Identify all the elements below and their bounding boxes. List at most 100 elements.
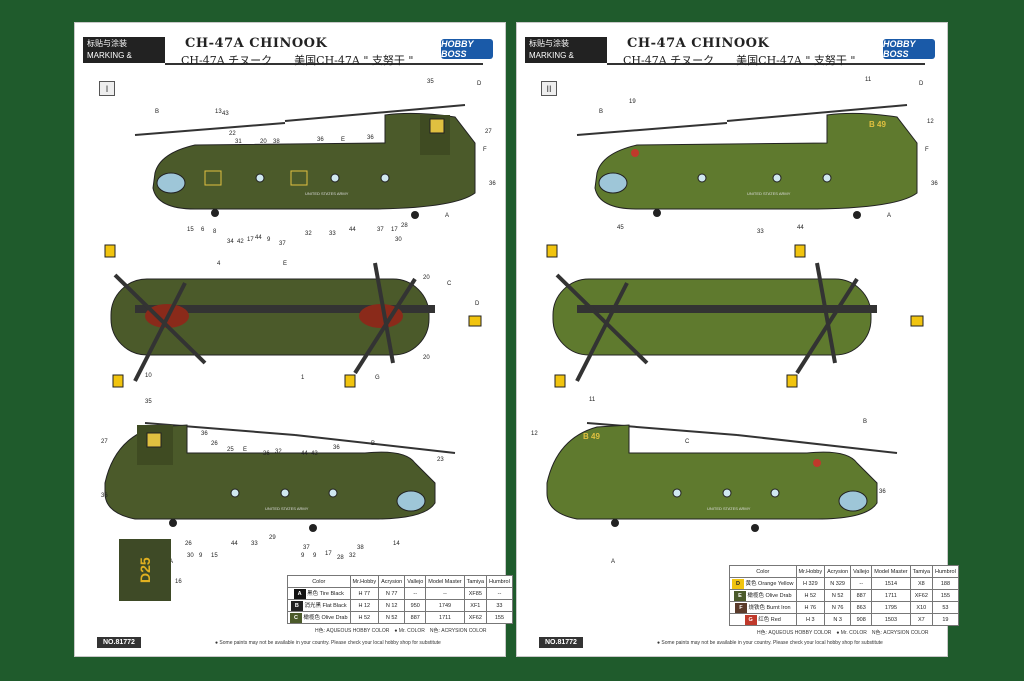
color-key: A [293,588,306,599]
svg-text:1: 1 [301,375,305,381]
color-key: G [744,614,757,625]
humbrol-code: 53 [932,601,959,614]
svg-text:36: 36 [201,431,208,437]
color-name: 黑色 Tire Black [307,590,344,597]
side-view-bottom: UNITED STATES ARMY 35 27 36 26 25 E 36 3… [101,399,456,585]
svg-text:4: 4 [217,261,221,267]
svg-text:B: B [599,109,603,115]
col-tamiya: Tamiya [909,565,934,578]
svg-text:44: 44 [301,451,308,457]
page-title: CH-47A CHINOOK [185,36,328,51]
side-view-top: UNITED STATES ARMY B 13 43 22 31 20 38 3… [134,79,496,247]
table-header: Color Mr.Hobby Acrysion Vallejo Model Ma… [287,575,513,588]
svg-text:D: D [919,81,924,87]
model-master-code: 1503 [871,613,911,626]
svg-text:45: 45 [617,225,624,231]
svg-text:36: 36 [489,181,496,187]
svg-text:UNITED STATES ARMY: UNITED STATES ARMY [747,191,791,196]
svg-text:32: 32 [349,553,356,559]
vallejo-code: 950 [404,599,427,612]
svg-text:8: 8 [213,229,217,235]
paint-disclaimer: ● Some paints may not be available in yo… [215,640,441,646]
section-badge: 标贴与涂装 MARKING & PAINTING [525,37,607,72]
acrysion-code: N 3 [824,613,852,626]
col-color: Color [729,565,797,578]
model-master-code: 1749 [425,599,465,612]
svg-text:26: 26 [211,441,218,447]
section-title-en: MARKING & PAINTING [529,51,574,72]
svg-text:36: 36 [367,135,374,141]
table-row: F 烧铁色 Burnt Iron H 76 N 76 863 1795 X10 … [729,601,959,614]
table-header: Color Mr.Hobby Acrysion Vallejo Model Ma… [729,565,959,578]
color-name: 红色 Red [758,616,781,623]
section-badge: 标贴与涂装 MARKING & PAINTING [83,37,165,72]
svg-text:E: E [283,261,287,267]
svg-text:17: 17 [325,551,332,557]
vallejo-code: 887 [404,611,427,624]
col-humbrol: Humbrol [932,565,959,578]
acrysion-code: N 329 [824,577,852,590]
instruction-sheet-left: 标贴与涂装 MARKING & PAINTING CH-47A CHINOOK … [74,22,513,657]
section-title-cn: 标贴与涂装 [87,39,127,48]
svg-text:36: 36 [879,489,886,495]
acrysion-code: N 76 [824,601,852,614]
mrhobby-code: H 3 [795,613,826,626]
paint-disclaimer: ● Some paints may not be available in yo… [657,640,883,646]
col-mrhobby: Mr.Hobby [349,575,380,588]
svg-text:F: F [483,147,487,153]
svg-text:31: 31 [235,139,242,145]
table-footnote: H色: AQUEOUS HOBBY COLOR ● Mr. COLOR N色: … [315,628,487,634]
svg-text:43: 43 [311,451,318,457]
svg-text:17: 17 [391,227,398,233]
svg-text:11: 11 [589,397,596,403]
tail-code-bottom: B 49 [583,432,600,441]
svg-text:35: 35 [427,79,434,85]
brand-logo: HOBBY BOSS [883,39,935,59]
svg-text:43: 43 [222,111,229,117]
color-name: 消光黑 Flat Black [304,602,347,609]
vallejo-code: 887 [850,589,873,602]
svg-text:B: B [863,419,867,425]
kit-number: NO.81772 [539,637,583,648]
color-name: 烧铁色 Burnt Iron [748,604,791,611]
model-master-code: 1711 [871,589,911,602]
acrysion-code: N 12 [378,599,406,612]
svg-text:30: 30 [395,237,402,243]
page-title: CH-47A CHINOOK [627,36,770,51]
humbrol-code: 19 [932,613,959,626]
header-rule [607,37,925,65]
mrhobby-code: H 52 [349,611,380,624]
color-table: Color Mr.Hobby Acrysion Vallejo Model Ma… [287,575,513,624]
sheet-header: 标贴与涂装 MARKING & PAINTING CH-47A CHINOOK … [517,33,947,72]
helicopter-drawings: UNITED STATES ARMY B 13 43 22 31 20 38 3… [101,79,496,585]
top-view [546,244,924,388]
svg-text:20: 20 [260,139,267,145]
svg-text:15: 15 [211,553,218,559]
svg-text:12: 12 [531,431,538,437]
sheet-header: 标贴与涂装 MARKING & PAINTING CH-47A CHINOOK … [75,33,505,72]
svg-text:C: C [685,439,690,445]
svg-text:37: 37 [279,241,286,247]
svg-text:28: 28 [337,555,344,561]
svg-text:28: 28 [401,223,408,229]
scheme-number: I [99,81,115,96]
vallejo-code: 863 [850,601,873,614]
svg-text:26: 26 [185,541,192,547]
svg-text:20: 20 [423,275,430,281]
col-mrhobby: Mr.Hobby [795,565,826,578]
svg-text:23: 23 [437,457,444,463]
table-row: G 红色 Red H 3 N 3 908 1503 X7 19 [729,613,959,626]
svg-text:33: 33 [329,231,336,237]
svg-text:44: 44 [797,225,804,231]
svg-text:44: 44 [255,235,262,241]
svg-text:E: E [341,137,345,143]
acrysion-code: N 77 [378,587,406,600]
side-view-top: B 49 UNITED STATES ARMY B 19 11 D 12 F 3… [576,77,938,235]
svg-text:33: 33 [251,541,258,547]
acrysion-code: N 52 [824,589,852,602]
color-name: 橄榄色 Olive Drab [303,614,348,621]
svg-text:UNITED STATES ARMY: UNITED STATES ARMY [707,506,751,511]
side-view-bottom: B 49 UNITED STATES ARMY 12 11 C B 36 A [531,397,898,565]
svg-text:17: 17 [247,237,254,243]
color-name: 橄榄色 Olive Drab [747,592,792,599]
